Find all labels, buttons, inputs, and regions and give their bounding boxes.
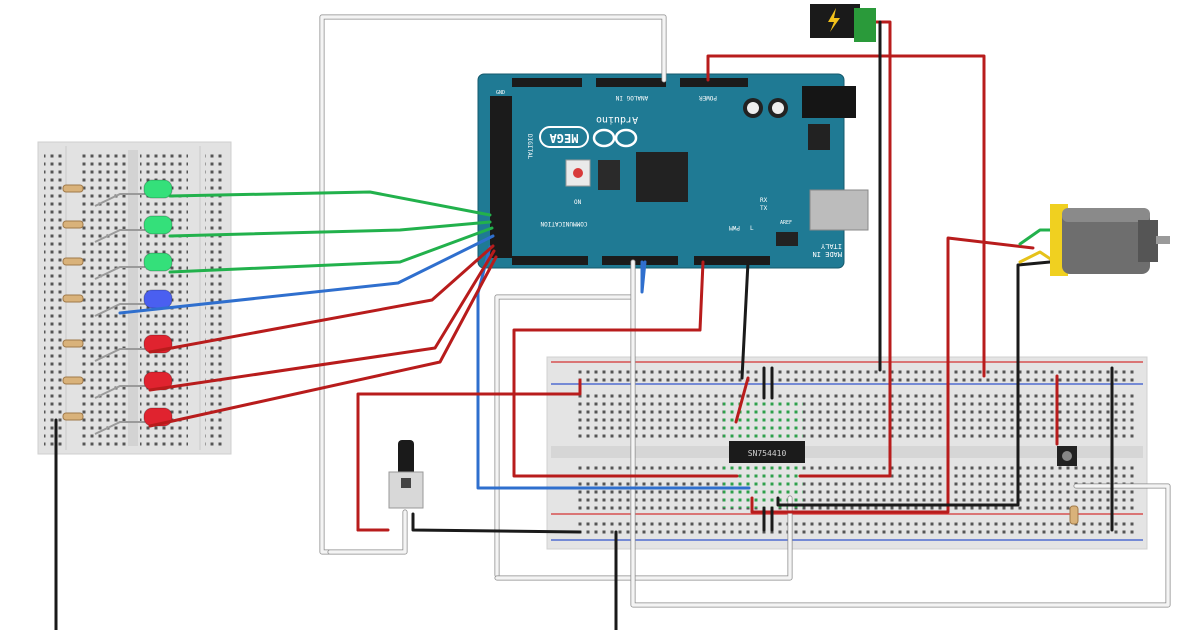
lightning-icon — [828, 8, 840, 32]
board-brand-label: Arduino — [596, 114, 638, 125]
wire-yellow — [1018, 250, 1057, 264]
analog-in-label: ANALOG IN — [615, 94, 648, 101]
resistor — [62, 257, 84, 266]
resistor — [62, 412, 84, 421]
led-lead — [94, 385, 145, 399]
power-label: POWER — [699, 94, 717, 101]
motor-driver-chip: SN754410 — [729, 441, 805, 463]
motor-driver-label: SN754410 — [748, 449, 787, 458]
wire-blue — [640, 260, 647, 294]
wire-red — [512, 260, 739, 478]
rx-label: RX — [760, 197, 768, 204]
wire-red — [798, 20, 892, 478]
made-in-label: MADE IN — [812, 250, 842, 258]
wire-red — [356, 378, 582, 532]
potentiometer-icon[interactable] — [388, 440, 424, 509]
wire-green — [168, 226, 494, 274]
pwm-label: PWM — [729, 224, 740, 231]
aref-label: AREF — [780, 220, 792, 226]
resistor — [62, 220, 84, 229]
arduino-infinity-logo-icon — [592, 128, 638, 148]
wire-red — [706, 54, 986, 378]
wire-red — [148, 249, 496, 392]
resistor — [62, 294, 84, 303]
wire-green — [168, 190, 492, 217]
wire-white — [631, 260, 1170, 607]
led-lead — [94, 193, 145, 207]
power-jack-icon — [810, 4, 876, 42]
digital-label: DIGITAL — [526, 134, 533, 160]
on-label: ON — [574, 199, 582, 206]
led-lead — [94, 229, 145, 243]
gnd-label: GND — [496, 90, 505, 96]
wire-black — [776, 260, 1052, 507]
wire-white — [320, 15, 666, 554]
wires — [54, 14, 1171, 630]
pulldown-resistor — [1069, 505, 1079, 525]
led-lead — [94, 421, 145, 435]
led-lead — [94, 266, 145, 280]
led-green — [143, 215, 173, 235]
main-breadboard — [546, 356, 1148, 550]
wire-black — [411, 512, 582, 534]
resistor — [62, 184, 84, 193]
wire-white-outline — [327, 509, 408, 555]
board-model-label: MEGA — [549, 131, 579, 145]
tx-label: TX — [760, 205, 768, 212]
wire-white — [495, 496, 792, 580]
l-label: L — [750, 225, 754, 232]
arduino-mega-board: MEGA Arduino MADE IN ITALY POWER ANALOG … — [477, 73, 869, 269]
led-lead — [94, 303, 145, 317]
wire-black — [740, 260, 750, 380]
led-lead — [94, 348, 145, 362]
wire-red — [148, 255, 498, 428]
wire-red — [750, 236, 1035, 514]
communication-label: COMMUNICATION — [540, 220, 587, 227]
wire-green — [1018, 228, 1057, 246]
board-power-jack — [802, 86, 856, 118]
dc-motor-icon — [1050, 204, 1170, 276]
wire-blue — [118, 234, 495, 315]
resistor — [62, 339, 84, 348]
resistor — [62, 376, 84, 385]
led-blue — [143, 289, 173, 309]
wire-red — [148, 244, 495, 354]
led-green — [143, 179, 173, 199]
push-button-icon[interactable] — [1057, 446, 1077, 466]
wire-green — [168, 220, 492, 238]
wire-red — [734, 376, 750, 424]
led-green — [143, 252, 173, 272]
wire-white — [328, 510, 407, 554]
country-label: ITALY — [820, 242, 842, 250]
usb-port — [809, 189, 869, 231]
